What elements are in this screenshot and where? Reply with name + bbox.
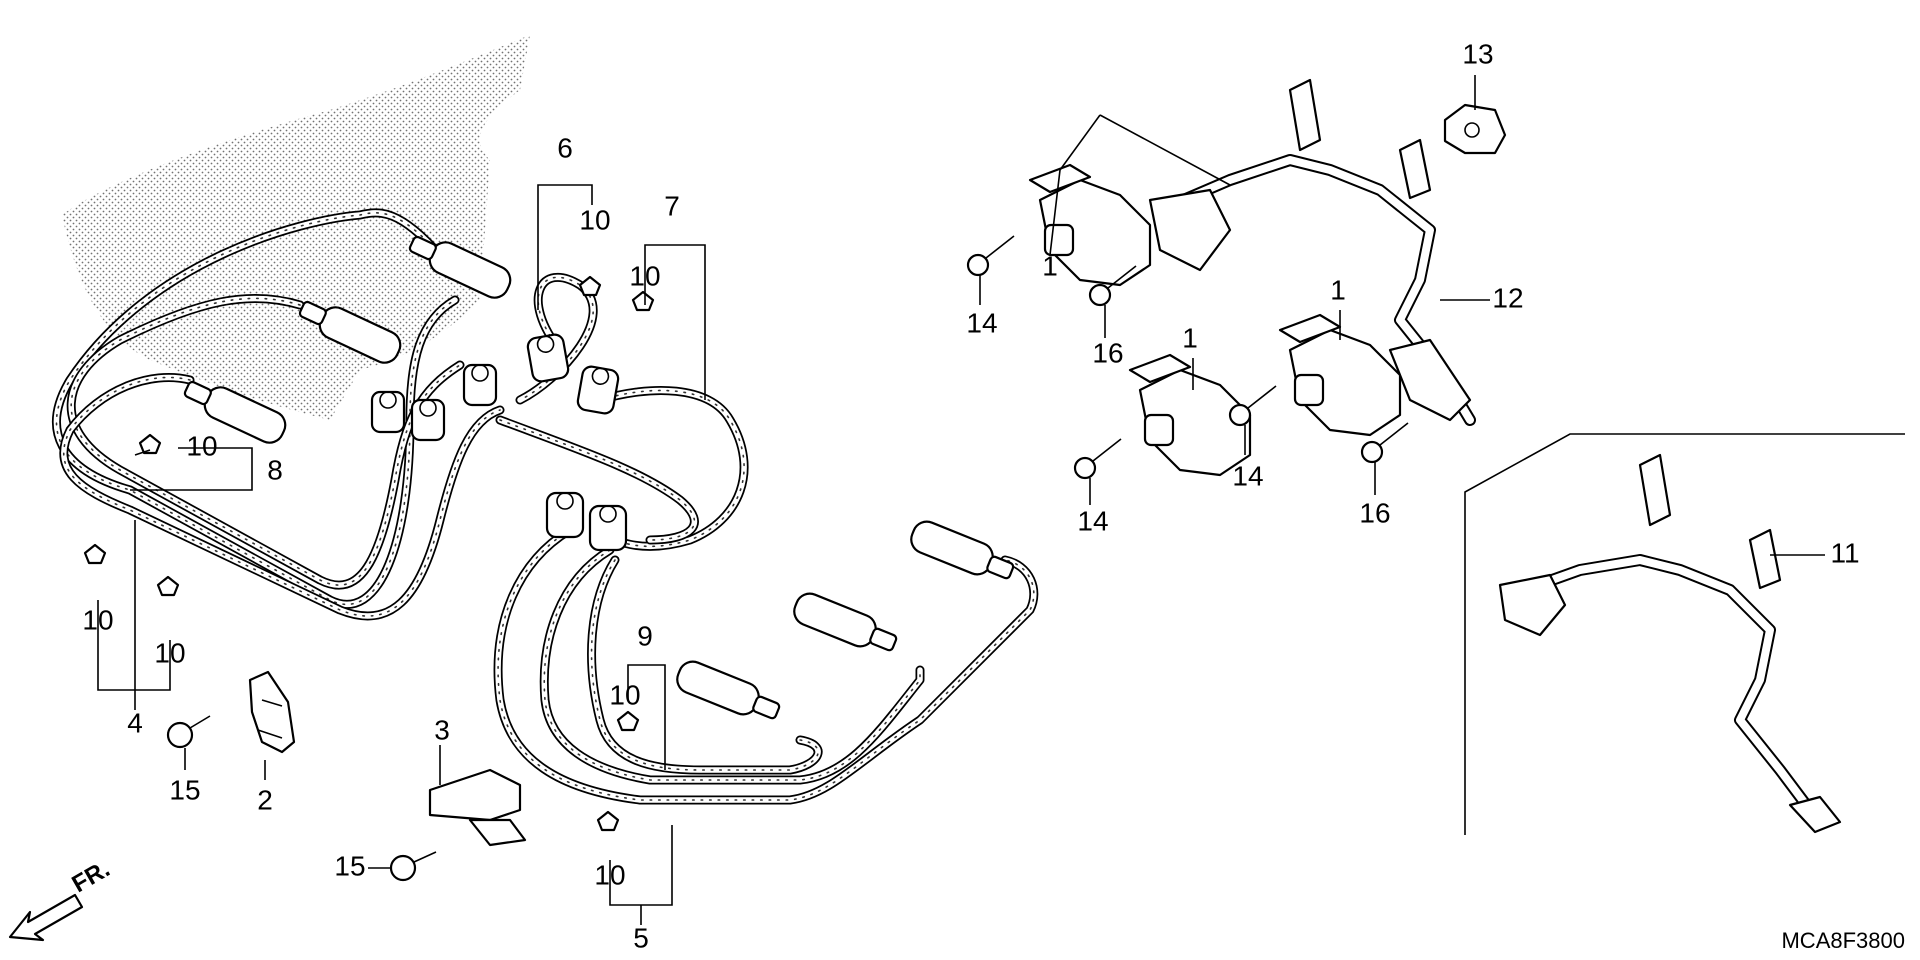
callout-10-d: 10 bbox=[82, 604, 113, 635]
callout-labels: 1 1 1 2 3 4 5 6 7 8 9 10 10 10 10 10 10 … bbox=[82, 38, 1859, 953]
ignition-cable-set-left bbox=[52, 208, 512, 621]
callout-7: 7 bbox=[664, 190, 680, 221]
callout-15-a: 15 bbox=[169, 774, 200, 805]
callout-10-b: 10 bbox=[629, 260, 660, 291]
arrow-icon bbox=[8, 893, 84, 942]
front-direction-indicator: FR. bbox=[8, 855, 115, 942]
callout-16-a: 16 bbox=[1092, 337, 1123, 368]
bolt-15-lower bbox=[389, 851, 437, 882]
callout-10-e: 10 bbox=[154, 637, 185, 668]
ignition-cable-set-right bbox=[493, 491, 1039, 805]
callout-12: 12 bbox=[1492, 282, 1523, 313]
callout-2: 2 bbox=[257, 784, 273, 815]
callout-1-a: 1 bbox=[1042, 250, 1058, 281]
callout-1-c: 1 bbox=[1330, 274, 1346, 305]
callout-10-f: 10 bbox=[609, 679, 640, 710]
leader-lines bbox=[97, 75, 1825, 925]
callout-6: 6 bbox=[557, 132, 573, 163]
bolt-15-upper bbox=[166, 715, 211, 749]
callout-14-b: 14 bbox=[1232, 460, 1263, 491]
callout-16-b: 16 bbox=[1359, 497, 1390, 528]
coil-bolts bbox=[966, 235, 1409, 480]
callout-8: 8 bbox=[267, 454, 283, 485]
callout-10-c: 10 bbox=[186, 430, 217, 461]
callout-1-b: 1 bbox=[1182, 322, 1198, 353]
callout-10-g: 10 bbox=[594, 859, 625, 890]
coil-bracket-12 bbox=[1148, 78, 1476, 426]
coil-bracket-11 bbox=[1498, 453, 1842, 834]
cable-stay-3 bbox=[428, 768, 527, 847]
callout-5: 5 bbox=[633, 922, 649, 953]
callout-10-a: 10 bbox=[579, 204, 610, 235]
callout-3: 3 bbox=[434, 714, 450, 745]
cable-stay-2 bbox=[248, 670, 296, 754]
inset-frame bbox=[1464, 433, 1905, 835]
callout-14-a: 14 bbox=[966, 307, 997, 338]
callout-9: 9 bbox=[637, 620, 653, 651]
ignition-cable-set-middle bbox=[495, 272, 749, 551]
cable-clips bbox=[83, 275, 655, 832]
callout-4: 4 bbox=[127, 707, 143, 738]
callout-13: 13 bbox=[1462, 38, 1493, 69]
callout-11: 11 bbox=[1830, 537, 1859, 568]
callout-14-c: 14 bbox=[1077, 505, 1108, 536]
front-label: FR. bbox=[68, 855, 115, 898]
callout-15-b: 15 bbox=[334, 850, 365, 881]
ignition-coil-lower bbox=[1278, 313, 1402, 437]
grommet-13 bbox=[1443, 103, 1507, 155]
diagram-code: MCA8F3800 bbox=[1781, 928, 1905, 953]
